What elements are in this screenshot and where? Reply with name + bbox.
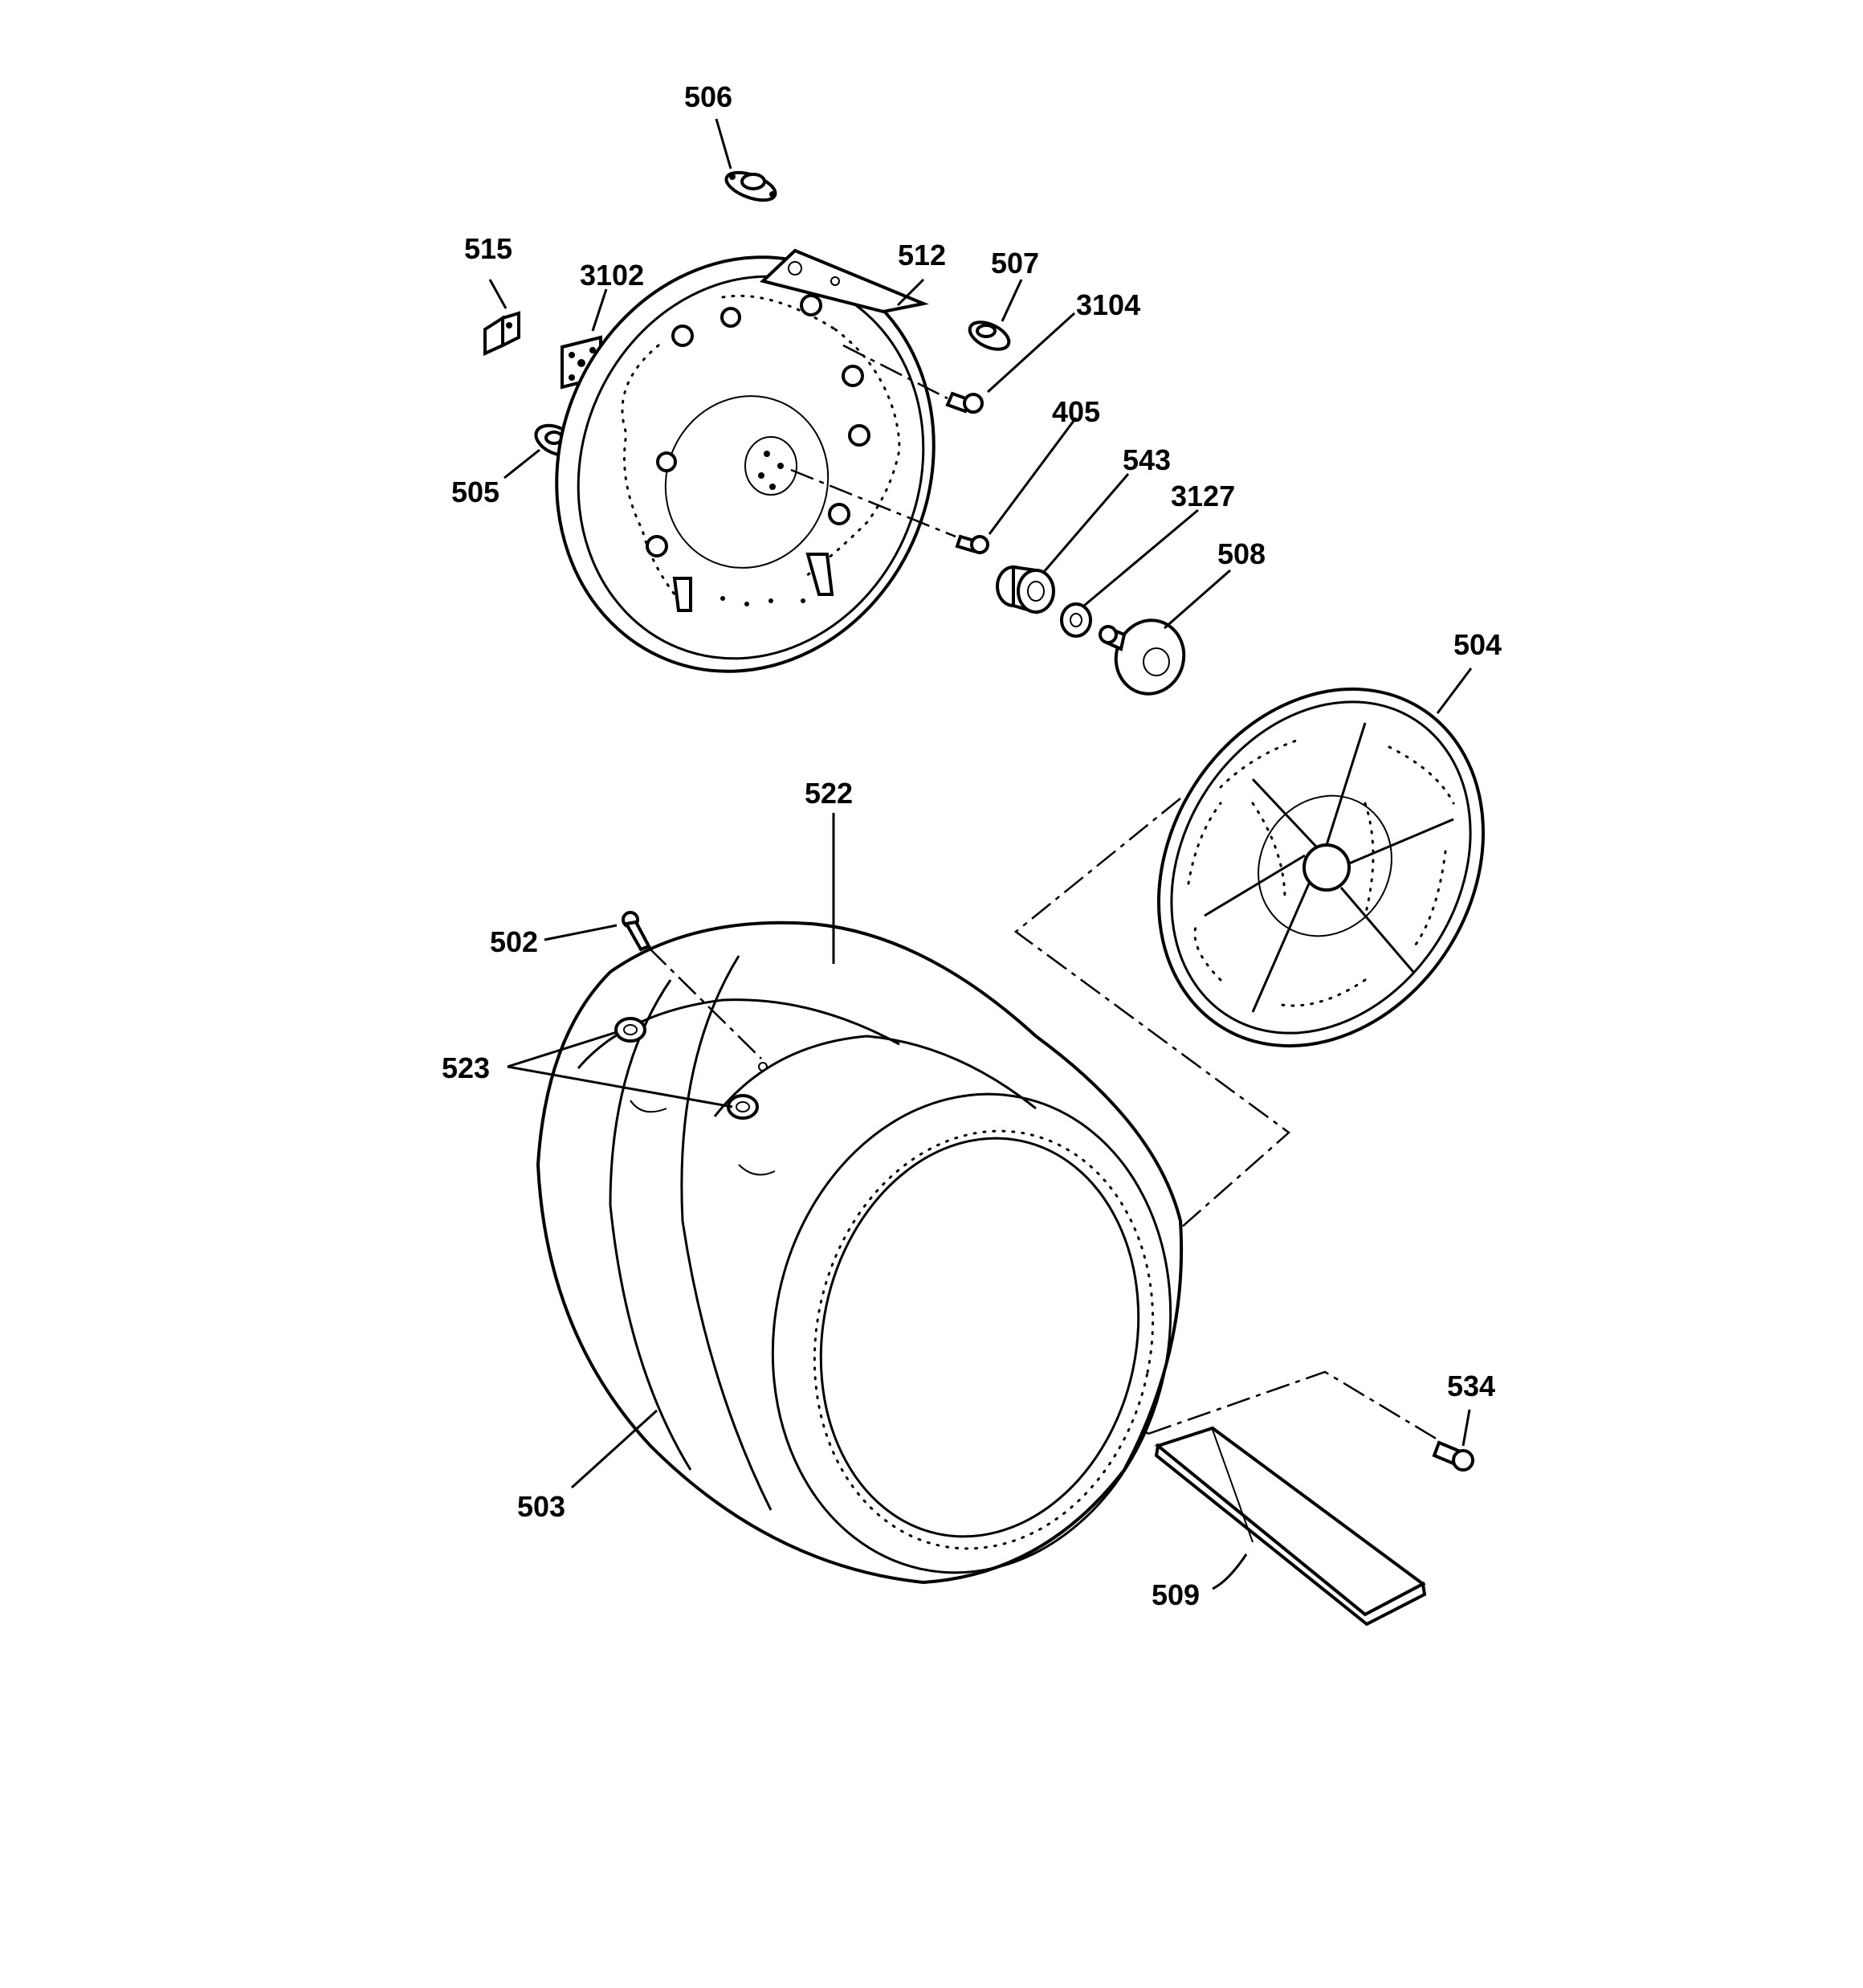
label-3127: 3127 <box>1171 480 1235 512</box>
part-507-thermostat <box>968 320 1011 351</box>
label-515: 515 <box>464 232 512 265</box>
label-508: 508 <box>1217 537 1266 570</box>
part-534-screw <box>1432 1440 1474 1472</box>
part-506-thermostat <box>724 170 777 202</box>
part-504-rear-drum-panel <box>1157 687 1485 1048</box>
label-3104: 3104 <box>1076 288 1140 321</box>
label-503: 503 <box>517 1490 565 1523</box>
part-509-baffle <box>1154 1426 1427 1627</box>
label-543: 543 <box>1123 443 1171 476</box>
label-506: 506 <box>684 80 732 113</box>
label-509: 509 <box>1152 1578 1200 1611</box>
part-512-rear-bulkhead <box>555 248 936 673</box>
label-505: 505 <box>451 476 499 508</box>
label-507: 507 <box>991 247 1039 280</box>
part-515-bracket <box>483 311 520 357</box>
part-503-drum <box>536 921 1184 1585</box>
label-534: 534 <box>1447 1370 1495 1402</box>
label-512: 512 <box>898 239 946 271</box>
label-502: 502 <box>490 925 538 958</box>
part-3127-washer <box>1060 602 1092 638</box>
label-522: 522 <box>805 777 853 810</box>
part-502-screw <box>622 911 762 1059</box>
part-3104-screw <box>842 344 984 414</box>
part-543-bearing <box>996 565 1055 614</box>
label-504: 504 <box>1453 628 1502 661</box>
leader-lines <box>488 118 1473 1590</box>
label-523: 523 <box>442 1051 490 1084</box>
label-3102: 3102 <box>580 259 644 292</box>
label-405: 405 <box>1052 395 1100 428</box>
part-508-drum-shaft <box>1099 618 1186 696</box>
callout-labels: 506 515 3102 512 507 3104 405 543 3127 5… <box>442 80 1502 1611</box>
part-405-screw <box>790 468 989 554</box>
